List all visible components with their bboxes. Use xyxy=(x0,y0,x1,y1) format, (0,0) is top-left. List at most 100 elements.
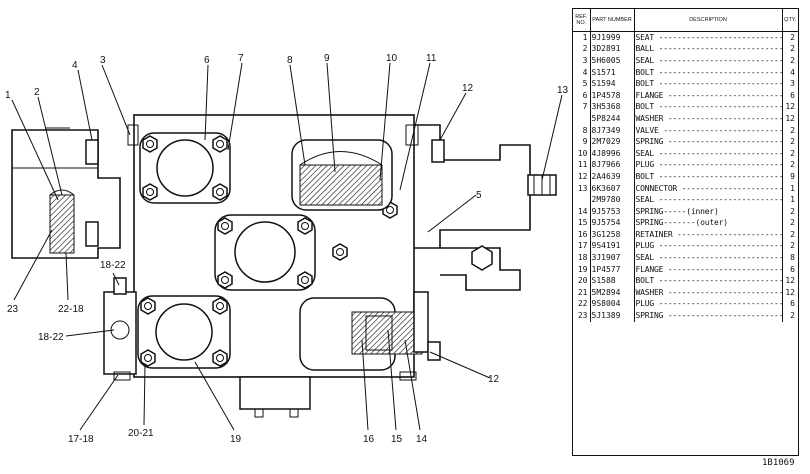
description-cell: BOLT -----------------------------------… xyxy=(634,78,783,90)
qty-cell: 2 xyxy=(790,32,795,42)
header-qty: QTY. xyxy=(782,9,798,32)
qty-cell: 6 xyxy=(790,299,795,309)
qty-cell: 2 xyxy=(790,44,795,54)
ref-cell: 14 xyxy=(573,205,591,218)
part-number-cell: 3J1907 xyxy=(590,252,635,264)
description-cell: PLUG -----------------------------------… xyxy=(634,159,783,172)
callouts: 1 2 3 4 6 7 8 9 10 11 12 13 5 12 14 15 1… xyxy=(5,53,569,445)
qty-cell: 2 xyxy=(790,241,795,251)
callout-8: 8 xyxy=(287,55,293,66)
description-cell: SEAL -----------------------------------… xyxy=(634,252,783,264)
qty-cell: 6 xyxy=(790,90,795,100)
qty-cell: 12 xyxy=(785,276,795,286)
callout-23: 23 xyxy=(7,304,19,315)
qty-cell: 12 xyxy=(785,287,795,297)
qty-cell: 2 xyxy=(790,148,795,158)
description-cell: BOLT -----------------------------------… xyxy=(634,275,783,288)
valve-assembly-drawing: 1 2 3 4 6 7 8 9 10 11 12 13 5 12 14 15 1… xyxy=(5,53,569,445)
ref-cell: 8 xyxy=(573,124,591,137)
ref-cell: 13 xyxy=(573,182,591,195)
callout-3: 3 xyxy=(100,55,106,66)
qty-cell: 4 xyxy=(790,67,795,77)
description-cell: SEAL -----------------------------------… xyxy=(634,147,783,160)
part-number-cell: S1594 xyxy=(590,78,635,90)
callout-15: 15 xyxy=(391,434,403,445)
description-cell: FLANGE ---------------------------------… xyxy=(634,263,783,276)
description-cell: VALVE ----------------------------------… xyxy=(634,124,783,137)
callout-7: 7 xyxy=(238,53,244,64)
part-number-cell: 5P8244 xyxy=(590,113,635,125)
qty-cell: 2 xyxy=(790,229,795,239)
callout-17-18: 17-18 xyxy=(68,434,94,445)
description-cell: WASHER ---------------------------------… xyxy=(634,287,783,299)
callout-1: 1 xyxy=(5,90,11,101)
part-number-cell: 2M7029 xyxy=(590,136,635,148)
ref-cell: 3 xyxy=(573,55,591,67)
ref-cell: 12 xyxy=(573,171,591,183)
qty-cell: 1 xyxy=(790,183,795,193)
ref-cell: 17 xyxy=(573,240,591,253)
description-cell: PLUG -----------------------------------… xyxy=(634,298,783,311)
part-number-cell: 2A4639 xyxy=(590,171,635,183)
callout-12-top: 12 xyxy=(462,83,474,94)
callout-10: 10 xyxy=(386,53,398,64)
qty-cell: 12 xyxy=(785,113,795,123)
part-number-cell: 4J8996 xyxy=(590,147,635,160)
callout-11: 11 xyxy=(426,53,437,64)
callout-22-18: 22-18 xyxy=(58,304,84,315)
ref-cell: 23 xyxy=(573,310,591,322)
ref-cell: 4 xyxy=(573,66,591,79)
part-number-cell: 9J1999 xyxy=(590,31,635,44)
qty-cell: 1 xyxy=(790,195,795,205)
right-end-cap xyxy=(414,124,557,291)
ref-cell: 15 xyxy=(573,217,591,230)
ref-cell: 21 xyxy=(573,287,591,299)
qty-cell: 2 xyxy=(790,55,795,65)
description-cell: RETAINER -------------------------------… xyxy=(634,229,783,241)
qty-cell: 6 xyxy=(790,264,795,274)
ref-cell: 7 xyxy=(573,101,591,114)
qty-cell: 2 xyxy=(790,311,795,321)
header-ref: REF. NO. xyxy=(573,9,591,32)
valve-spool-upper xyxy=(299,164,383,206)
ref-cell: 11 xyxy=(573,159,591,172)
description-cell: BALL -----------------------------------… xyxy=(634,43,783,56)
part-number-cell: 8J7966 xyxy=(590,159,635,172)
part-number-cell: 5J1389 xyxy=(590,310,635,322)
relief-spring-left xyxy=(49,194,75,254)
part-number-cell: 5H6005 xyxy=(590,55,635,67)
part-number-cell: 3G1258 xyxy=(590,229,635,241)
part-number-cell: 3H5368 xyxy=(590,101,635,114)
header-part-number: PART NUMBER xyxy=(590,9,635,32)
part-number-cell: 2M9780 xyxy=(590,194,635,206)
ref-cell: 2 xyxy=(573,43,591,56)
valve-body xyxy=(103,114,441,418)
part-number-cell: 8J7349 xyxy=(590,124,635,137)
callout-13: 13 xyxy=(557,85,569,96)
ref-cell xyxy=(573,113,591,125)
ref-cell: 22 xyxy=(573,298,591,311)
description-cell: FLANGE ---------------------------------… xyxy=(634,89,783,102)
callout-14: 14 xyxy=(416,434,428,445)
part-number-cell: 9S4191 xyxy=(590,240,635,253)
ref-cell: 6 xyxy=(573,89,591,102)
callout-18-22-top: 18-22 xyxy=(100,260,126,271)
